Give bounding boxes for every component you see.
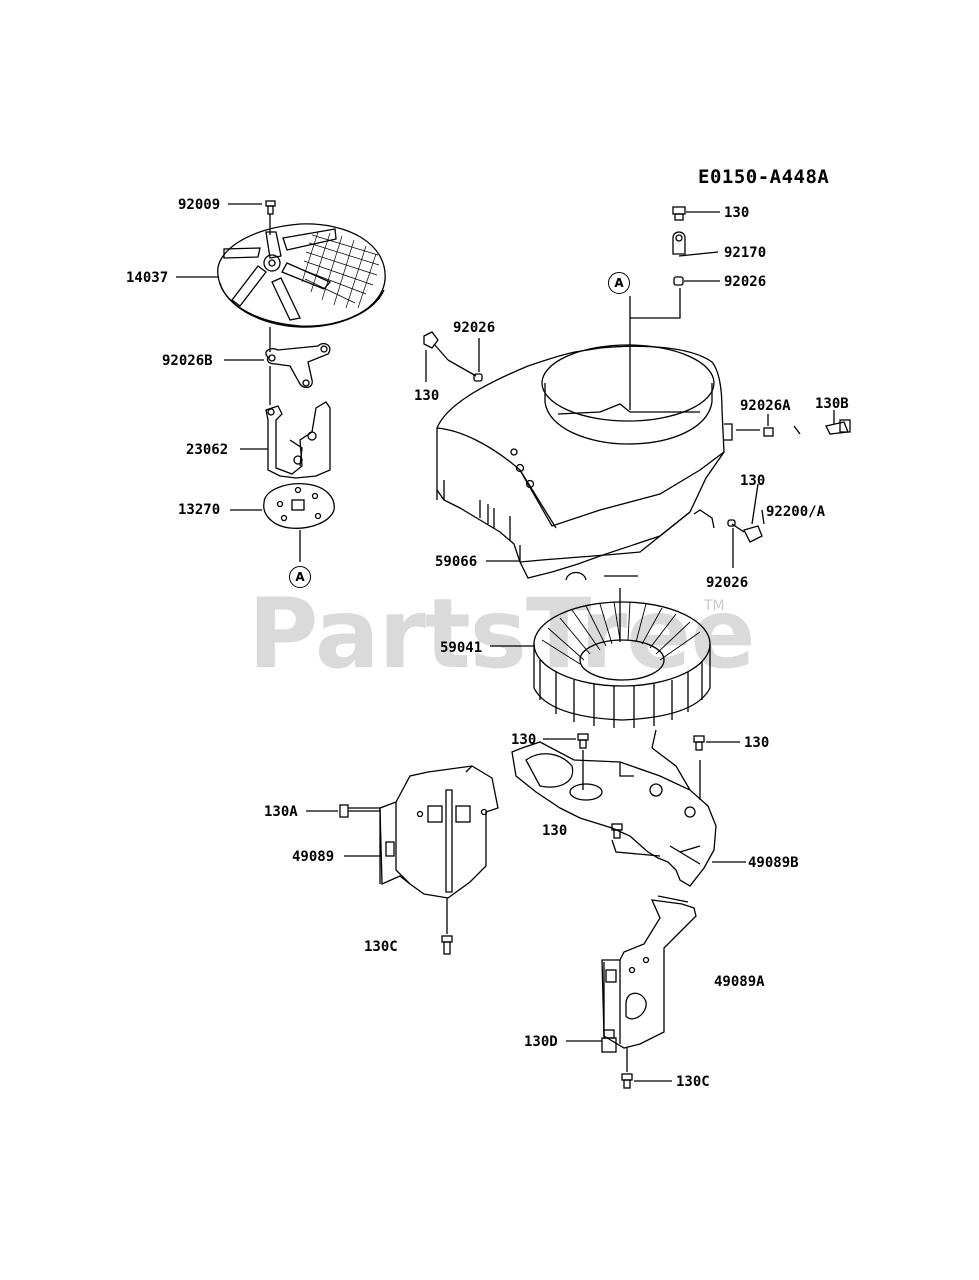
guide-49089 xyxy=(379,765,499,899)
label-92170[interactable]: 92170 xyxy=(724,245,767,261)
clip-connector xyxy=(793,419,851,435)
screen-14037 xyxy=(217,223,386,328)
label-92026-top[interactable]: 92026 xyxy=(724,274,767,290)
nut-130D xyxy=(601,1029,617,1053)
label-130D[interactable]: 130D xyxy=(524,1034,558,1050)
label-130-left[interactable]: 130 xyxy=(414,388,440,404)
collar-92026-left xyxy=(473,373,483,382)
bolt-130C-bottom xyxy=(621,1073,633,1089)
watermark-trademark: TM xyxy=(704,598,725,614)
bracket-23062 xyxy=(265,401,331,479)
reference-marker-left: A xyxy=(289,566,311,588)
plate-13270 xyxy=(263,483,335,529)
bolt-130C-left xyxy=(441,935,453,955)
fan-59041 xyxy=(533,601,711,728)
label-13270[interactable]: 13270 xyxy=(178,502,221,518)
bolt-130-mid-right xyxy=(693,735,705,751)
label-49089[interactable]: 49089 xyxy=(292,849,335,865)
label-130B[interactable]: 130B xyxy=(815,396,849,412)
label-92009[interactable]: 92009 xyxy=(178,197,221,213)
collar-92026-right xyxy=(727,519,736,527)
bolt-92200A xyxy=(731,523,763,543)
label-130A[interactable]: 130A xyxy=(264,804,298,820)
bolt-130-center xyxy=(611,823,623,839)
label-23062[interactable]: 23062 xyxy=(186,442,229,458)
bolt-130-mid-left xyxy=(577,733,589,749)
diagram-code: E0150-A448A xyxy=(698,166,830,188)
label-92026B[interactable]: 92026B xyxy=(162,353,213,369)
bolt-92009 xyxy=(265,200,276,215)
reference-marker-top: A xyxy=(608,272,630,294)
label-130-top[interactable]: 130 xyxy=(724,205,750,221)
label-130C-bottom[interactable]: 130C xyxy=(676,1074,710,1090)
bolt-130-top xyxy=(672,206,686,221)
label-130-center[interactable]: 130 xyxy=(542,823,568,839)
shroud-59066 xyxy=(436,344,733,581)
label-14037[interactable]: 14037 xyxy=(126,270,169,286)
label-130-right[interactable]: 130 xyxy=(740,473,766,489)
label-59041[interactable]: 59041 xyxy=(440,640,483,656)
collar-92026A xyxy=(763,427,774,437)
collar-92026-top xyxy=(673,276,684,286)
label-49089B[interactable]: 49089B xyxy=(748,855,799,871)
guide-49089B xyxy=(511,729,717,887)
label-92200A[interactable]: 92200/A xyxy=(766,504,826,520)
bolt-130-left xyxy=(423,331,449,361)
label-130C-left[interactable]: 130C xyxy=(364,939,398,955)
label-59066[interactable]: 59066 xyxy=(435,554,478,570)
label-130-mid-left[interactable]: 130 xyxy=(511,732,537,748)
guide-49089A xyxy=(601,895,697,1049)
watermark: PartsTree xyxy=(248,578,755,690)
label-49089A[interactable]: 49089A xyxy=(714,974,765,990)
label-92026-left[interactable]: 92026 xyxy=(453,320,496,336)
label-130-mid-right[interactable]: 130 xyxy=(744,735,770,751)
bolt-130A xyxy=(339,804,380,818)
label-92026-right[interactable]: 92026 xyxy=(706,575,749,591)
plate-92026B xyxy=(265,342,331,389)
label-92026A[interactable]: 92026A xyxy=(740,398,791,414)
stud-92170 xyxy=(672,231,686,255)
